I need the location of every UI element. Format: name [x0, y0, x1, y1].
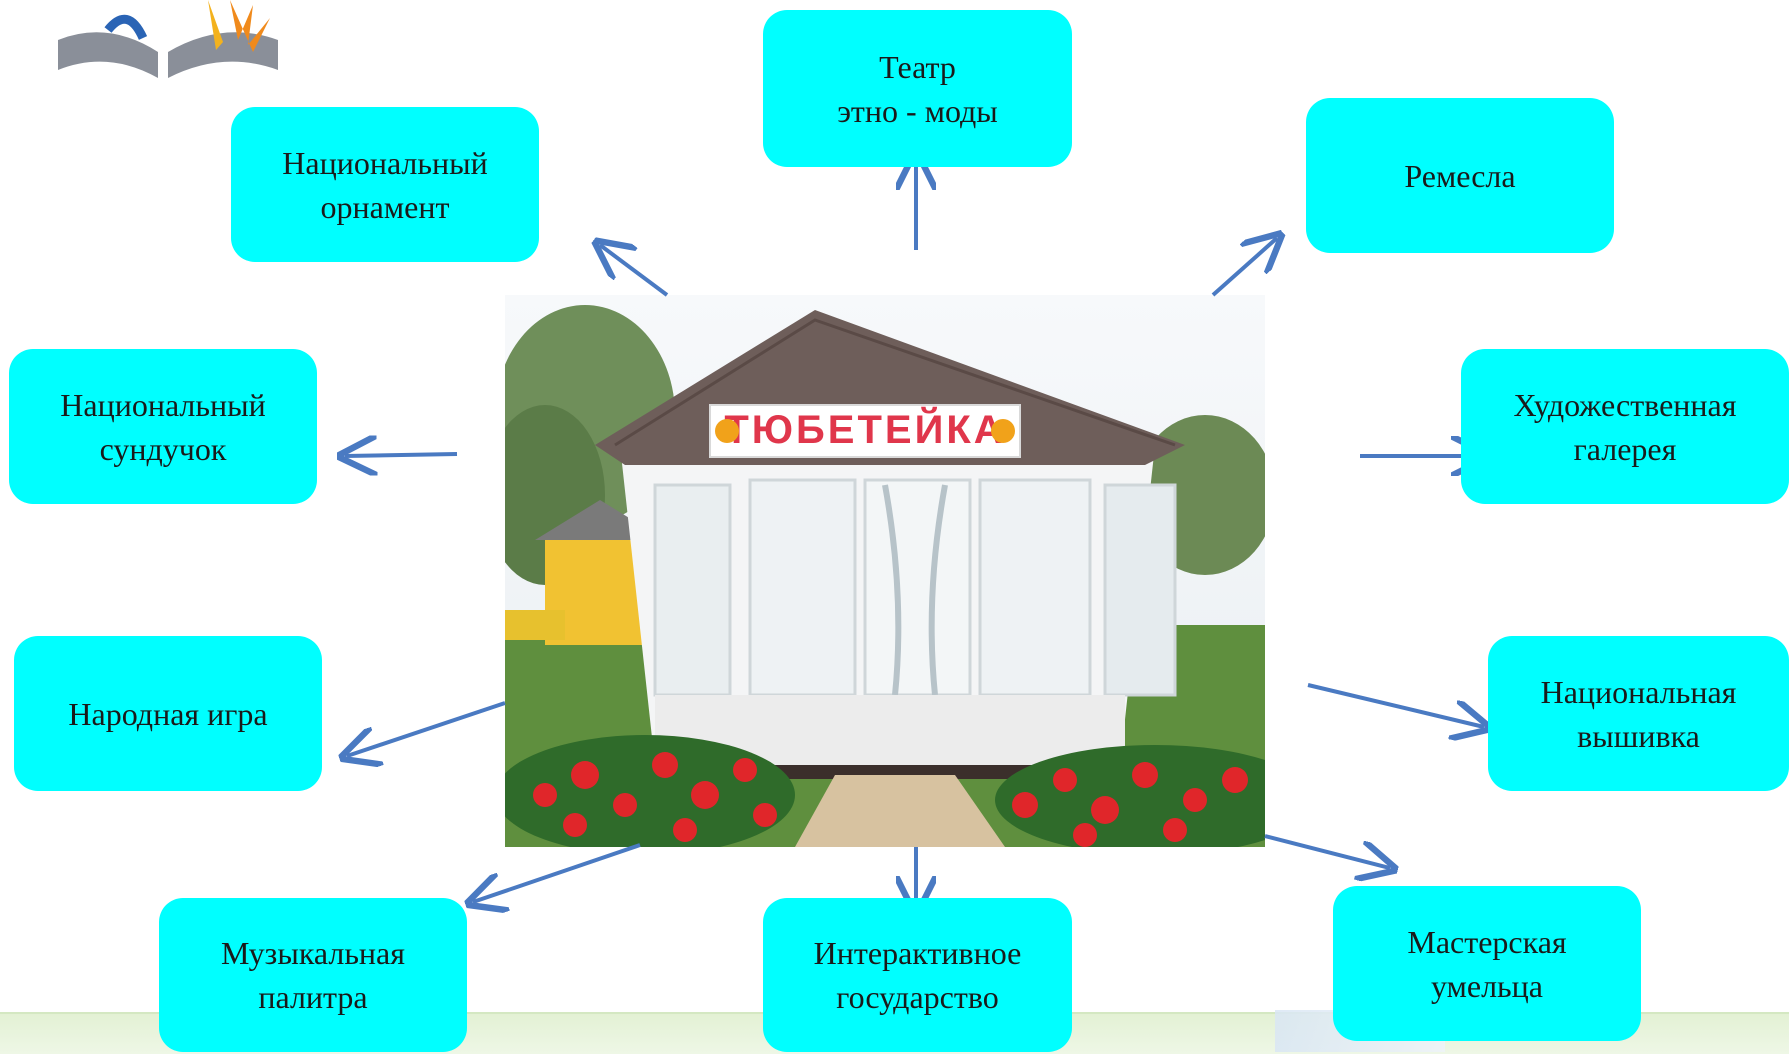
- arrow-to-ornament: [600, 245, 669, 297]
- node-art-gallery: Художественная галерея: [1461, 349, 1789, 504]
- arrow-to-game: [347, 701, 506, 756]
- node-national-embroidery: Национальная вышивка: [1488, 636, 1789, 791]
- arrow-to-chest: [345, 454, 458, 456]
- node-crafts: Ремесла: [1306, 98, 1614, 253]
- node-interactive-state: Интерактивное государство: [763, 898, 1072, 1052]
- arrow-to-workshop: [1264, 834, 1390, 868]
- arrow-to-embroidery: [1307, 683, 1484, 727]
- node-folk-game: Народная игра: [14, 636, 322, 791]
- logo: [58, 0, 278, 78]
- node-national-ornament: Национальный орнамент: [231, 107, 539, 262]
- node-craftsman-workshop: Мастерская умельца: [1333, 886, 1641, 1041]
- node-theatre-ethno-fashion: Театр этно - моды: [763, 10, 1072, 167]
- arrow-to-music: [473, 843, 641, 902]
- center-photo-pavilion: ТЮБЕТЕЙКА: [505, 295, 1265, 847]
- arrow-to-crafts: [1211, 238, 1277, 297]
- pavilion-sign-text: ТЮБЕТЕЙКА: [724, 406, 1005, 452]
- node-national-chest: Национальный сундучок: [9, 349, 317, 504]
- node-music-palette: Музыкальная палитра: [159, 898, 467, 1052]
